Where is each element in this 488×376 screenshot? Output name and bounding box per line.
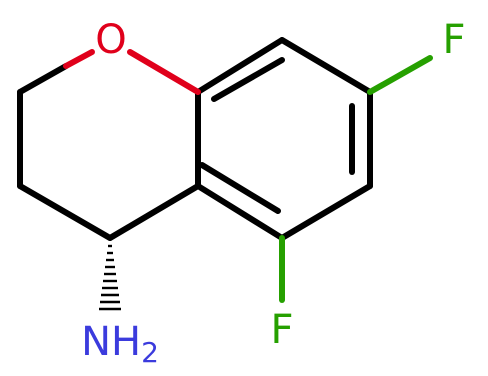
bond-c4-c4a xyxy=(17,183,113,241)
bond-c7-f xyxy=(367,55,433,95)
bond-c2-c3 xyxy=(17,63,69,95)
fluorine-top-label: F xyxy=(442,17,465,63)
bond-o-c2 xyxy=(63,49,95,69)
double-bond-top xyxy=(211,57,285,102)
fluorine-bottom-label: F xyxy=(270,307,293,353)
bond-c5-c4b xyxy=(195,183,285,241)
amine-label: NH2 xyxy=(81,319,159,369)
bond-o-c8a xyxy=(127,49,201,95)
bond-c8a-c8 xyxy=(195,37,285,95)
double-bond-bottom xyxy=(199,162,281,214)
bond-lines xyxy=(17,37,373,241)
amine-symbol: NH xyxy=(81,319,141,365)
oxygen-label: O xyxy=(95,17,126,63)
amine-subscript: 2 xyxy=(141,336,159,369)
stereo-hashed-wedge xyxy=(99,244,121,311)
heteroatom-bonds xyxy=(63,49,433,303)
bond-c6-c5 xyxy=(279,183,373,241)
bond-c4a-c8a-ring xyxy=(107,183,201,241)
bond-c8-c7 xyxy=(279,37,373,95)
